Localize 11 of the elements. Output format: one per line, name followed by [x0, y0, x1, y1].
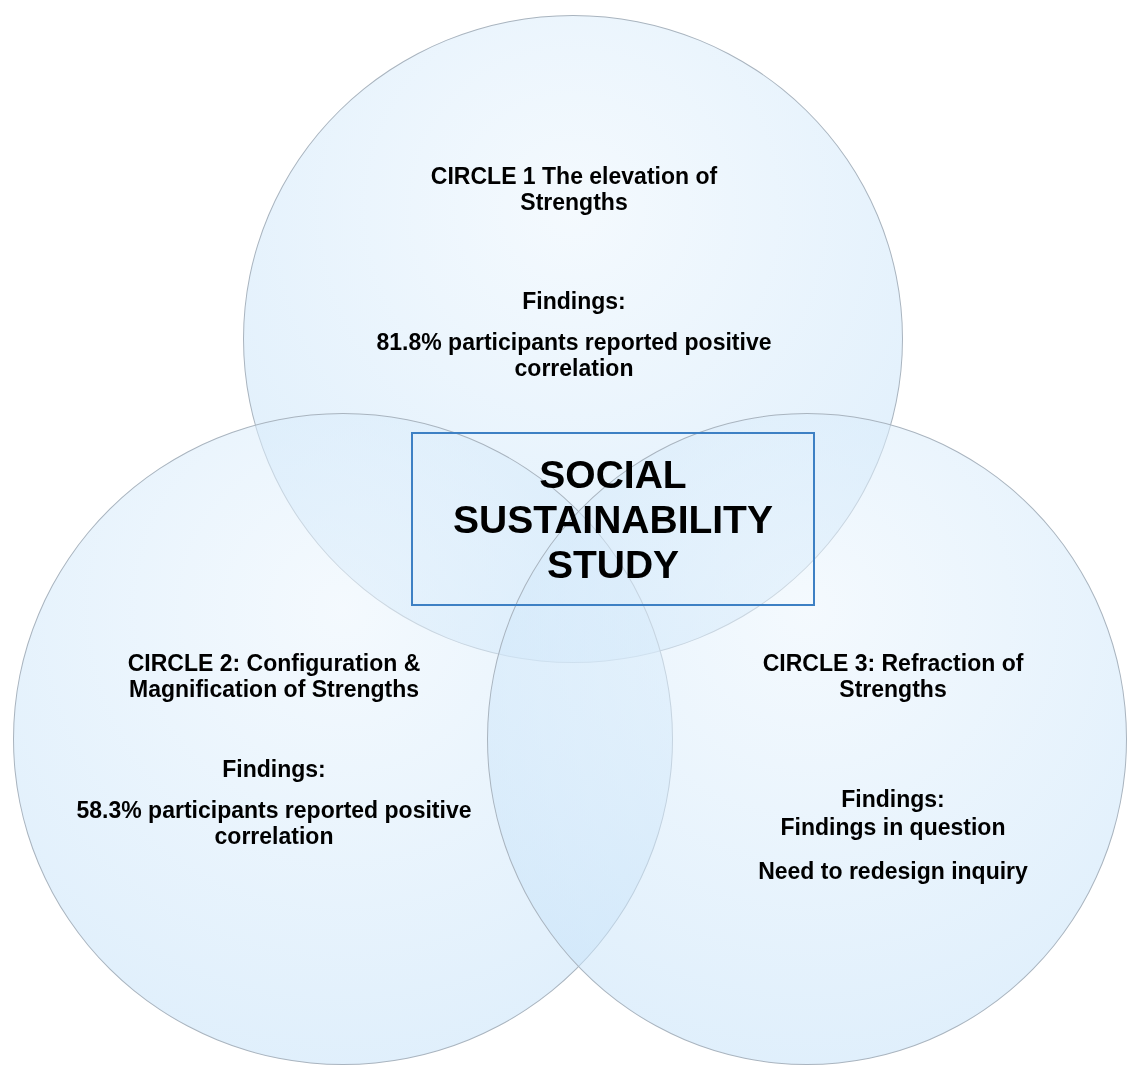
findings-text: Findings in question [779, 814, 1007, 840]
findings-text: Findings: [840, 786, 946, 812]
circle-heading: CIRCLE 1 The elevation of Strengths [429, 163, 719, 215]
circle-heading: CIRCLE 3: Refraction of Strengths [761, 650, 1025, 702]
findings-text: 81.8% participants reported positive correlation [375, 329, 773, 381]
circle-heading: CIRCLE 2: Configuration & Magnification of Strengths [126, 650, 422, 702]
findings-text: Need to redesign inquiry [757, 858, 1029, 884]
findings-text: Findings: [221, 756, 327, 782]
node-label: SOCIAL SUSTAINABILITY STUDY [452, 451, 774, 587]
findings-text: 58.3% participants reported positive correlation [75, 797, 473, 849]
findings-text: Findings: [521, 288, 627, 314]
